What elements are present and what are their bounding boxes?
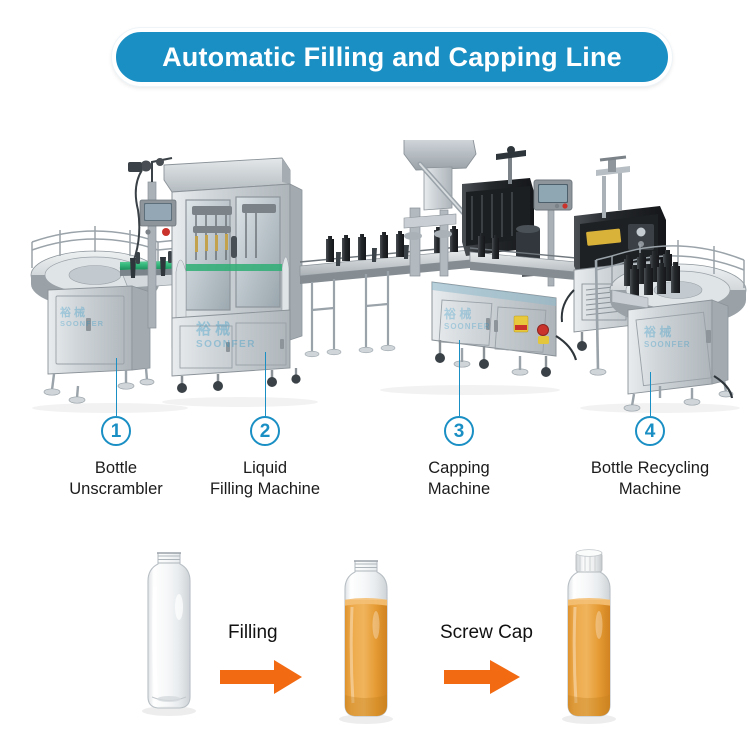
svg-text:SOONFER: SOONFER bbox=[196, 339, 256, 350]
machine-bottle-recycling: 裕 械 SOONFER bbox=[560, 155, 747, 412]
svg-text:SOONFER: SOONFER bbox=[60, 319, 104, 328]
step-screw-cap: Screw Cap bbox=[440, 622, 533, 694]
arrow-screwcap-icon bbox=[444, 660, 520, 694]
bottle-empty bbox=[142, 552, 196, 716]
callout-number-3: 3 bbox=[444, 416, 474, 446]
bottle-capped bbox=[562, 549, 616, 724]
svg-text:SOONFER: SOONFER bbox=[444, 322, 491, 331]
svg-text:裕 械: 裕 械 bbox=[643, 324, 671, 339]
callout-label-1: Bottle Unscrambler bbox=[69, 459, 163, 499]
svg-text:裕 械: 裕 械 bbox=[195, 320, 230, 338]
screw-cap-icon bbox=[575, 549, 603, 573]
machine-capping: 裕 械 SOONFER bbox=[403, 140, 641, 377]
process-flow-strip: Filling Screw Cap bbox=[0, 525, 750, 725]
leader-line-3 bbox=[458, 340, 460, 416]
svg-text:SOONFER: SOONFER bbox=[644, 340, 691, 349]
callout-number-2: 2 bbox=[250, 416, 280, 446]
callout-number-1: 1 bbox=[101, 416, 131, 446]
callout-label-2: Liquid Filling Machine bbox=[209, 459, 321, 499]
step-filling: Filling bbox=[220, 622, 302, 694]
callout-number-4: 4 bbox=[635, 416, 665, 446]
leader-line-4 bbox=[649, 372, 651, 416]
callout-2[interactable]: 2 Liquid Filling Machine bbox=[205, 352, 325, 501]
machine-bottle-unscrambler: 裕 械 SOONFER bbox=[30, 226, 213, 404]
leader-line-2 bbox=[264, 352, 266, 416]
svg-text:裕 械: 裕 械 bbox=[59, 305, 85, 319]
callout-label-4: Bottle Recycling Machine bbox=[590, 459, 710, 499]
bottle-filled bbox=[339, 560, 393, 724]
callout-label-3: Capping Machine bbox=[427, 459, 491, 499]
screwcap-step-label: Screw Cap bbox=[440, 622, 533, 643]
callout-3[interactable]: 3 Capping Machine bbox=[404, 340, 514, 501]
arrow-filling-icon bbox=[220, 660, 302, 694]
production-line-illustration: 裕 械 SOONFER bbox=[0, 140, 750, 425]
leader-line-1 bbox=[115, 358, 117, 416]
machine-liquid-filling: 裕 械 SOONFER bbox=[128, 157, 303, 393]
callout-1[interactable]: 1 Bottle Unscrambler bbox=[68, 358, 164, 501]
callout-4[interactable]: 4 Bottle Recycling Machine bbox=[585, 372, 715, 501]
filling-step-label: Filling bbox=[228, 622, 278, 643]
page-title-banner: Automatic Filling and Capping Line bbox=[112, 28, 672, 86]
svg-text:裕 械: 裕 械 bbox=[443, 306, 471, 321]
page-title: Automatic Filling and Capping Line bbox=[162, 41, 622, 72]
